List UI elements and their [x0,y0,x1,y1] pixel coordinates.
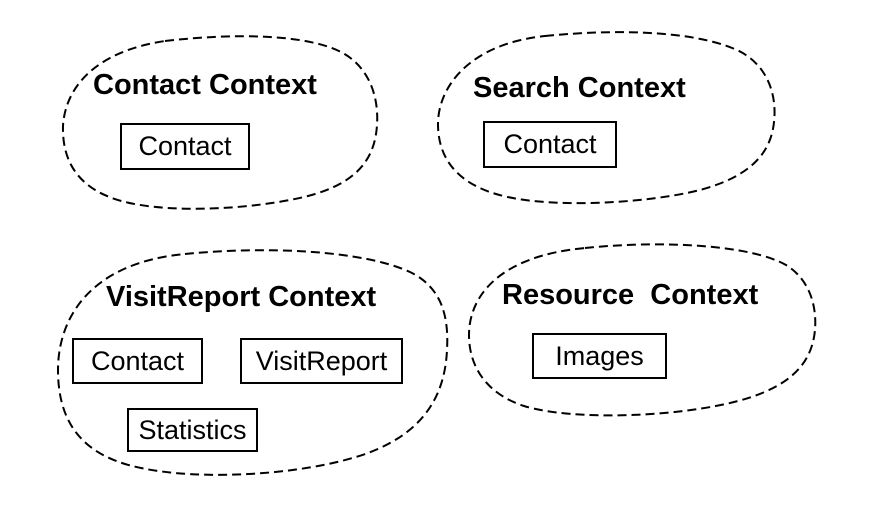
context-title-visitreport: VisitReport Context [106,281,377,313]
contact-context-boundary [61,35,379,210]
search-context-boundary [436,31,776,205]
entity-box-images: Images [532,333,667,379]
resource-context-boundary [467,243,817,417]
entity-label: Contact [503,129,597,159]
context-title-search: Search Context [473,72,686,104]
context-title-resource: Resource Context [502,279,759,311]
entity-box-contact-in-search-context: Contact [483,121,617,168]
entity-box-statistics: Statistics [127,408,258,452]
context-title-contact: Contact Context [93,69,317,101]
entity-label: Statistics [138,414,247,445]
entity-label: Images [555,340,644,371]
entity-label: VisitReport [255,345,388,376]
entity-box-visitreport: VisitReport [240,338,403,384]
visitreport-context-boundary [56,249,449,476]
entity-box-contact-in-contact-context: Contact [120,123,250,170]
entity-label: Contact [90,345,185,376]
entity-label: Contact [138,131,232,161]
entity-box-contact-in-visitreport-context: Contact [72,338,203,384]
